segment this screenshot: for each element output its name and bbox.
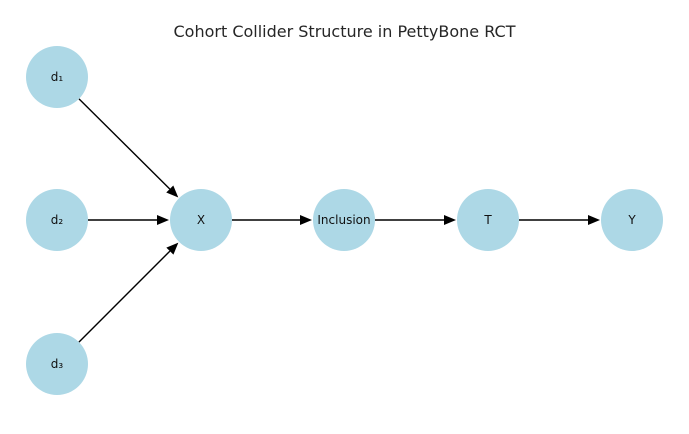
node-label: d₂ — [51, 213, 64, 227]
edge-Inclusion-to-T — [375, 215, 456, 225]
node-d3: d₃ — [26, 333, 88, 395]
node-label: Y — [627, 213, 636, 227]
node-circle — [601, 189, 663, 251]
node-circle — [26, 46, 88, 108]
node-label: X — [197, 213, 205, 227]
edge-line — [78, 250, 171, 343]
node-label: d₃ — [51, 357, 64, 371]
node-label: T — [483, 213, 492, 227]
node-x: X — [170, 189, 232, 251]
edge-d2-to-X — [88, 215, 169, 225]
edge-d1-to-X — [78, 98, 179, 198]
edge-d3-to-X — [78, 242, 179, 343]
node-d2: d₂ — [26, 189, 88, 251]
node-label: d₁ — [51, 70, 64, 84]
node-t: T — [457, 189, 519, 251]
arrowhead-icon — [166, 185, 179, 198]
edges-layer — [78, 98, 600, 343]
node-circle — [457, 189, 519, 251]
arrowhead-icon — [588, 215, 600, 225]
node-label: Inclusion — [317, 213, 370, 227]
edge-X-to-Inclusion — [232, 215, 312, 225]
arrowhead-icon — [300, 215, 312, 225]
nodes-layer: d₁ d₂ d₃ X Inclusion T Y — [26, 46, 663, 395]
edge-T-to-Y — [519, 215, 600, 225]
node-y: Y — [601, 189, 663, 251]
node-circle — [313, 189, 375, 251]
node-circle — [26, 189, 88, 251]
arrowhead-icon — [166, 242, 179, 255]
node-inclusion: Inclusion — [313, 189, 375, 251]
node-circle — [170, 189, 232, 251]
arrowhead-icon — [444, 215, 456, 225]
node-circle — [26, 333, 88, 395]
node-d1: d₁ — [26, 46, 88, 108]
edge-line — [78, 98, 171, 190]
arrowhead-icon — [157, 215, 169, 225]
diagram-title: Cohort Collider Structure in PettyBone R… — [173, 22, 516, 41]
